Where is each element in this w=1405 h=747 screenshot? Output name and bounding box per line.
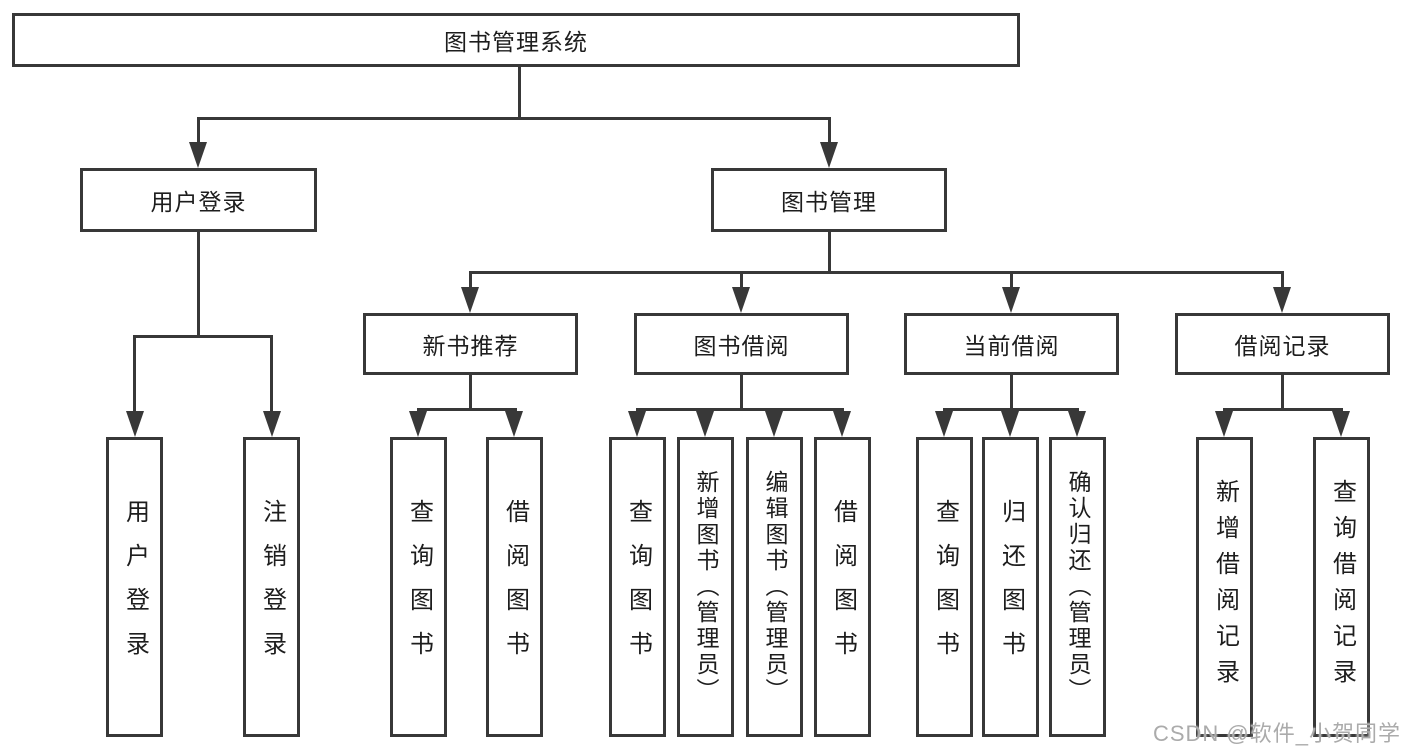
node-borrowing-records-label: 借阅记录 (1234, 333, 1331, 359)
leaf-query-borrow-record-label: 查询借阅记录 (1328, 479, 1356, 695)
csdn-watermark: CSDN @软件_小贺同学 (1152, 721, 1401, 746)
leaf-confirm-return-admin-label: 确认归还（管理员） (1065, 470, 1091, 704)
arrowhead-down-leaf-user-login (126, 411, 144, 437)
arrowhead-down-add-books (696, 411, 714, 437)
connector-root-split (197, 117, 831, 120)
node-borrowing-records: 借阅记录 (1175, 313, 1390, 375)
connector-borrowing-stem (740, 375, 743, 411)
connector-to-book-borrowing (740, 271, 743, 290)
connector-current-stem (1010, 375, 1013, 411)
connector-to-leaf-user-login (133, 335, 136, 413)
connector-recommend-stem (469, 375, 472, 411)
connector-records-split (1223, 408, 1343, 411)
node-book-borrowing-label: 图书借阅 (693, 333, 790, 359)
arrowhead-down-book-borrowing (732, 287, 750, 313)
leaf-return-books: 归还图书 (982, 437, 1039, 737)
arrowhead-down-borrow-recommend (505, 411, 523, 437)
node-root: 图书管理系统 (12, 13, 1020, 67)
node-current-borrowing-label: 当前借阅 (963, 333, 1060, 359)
connector-book-mgmt-split (469, 271, 1283, 274)
arrowhead-down-user-login (189, 142, 207, 168)
leaf-add-books-admin-label: 新增图书（管理员） (693, 470, 719, 704)
arrowhead-down-borrow-books (833, 411, 851, 437)
leaf-borrow-books-recommend-label: 借阅图书 (501, 499, 529, 675)
connector-user-login-split (133, 335, 273, 338)
arrowhead-down-add-record (1215, 411, 1233, 437)
leaf-logout-label: 注销登录 (258, 499, 286, 675)
node-current-borrowing: 当前借阅 (904, 313, 1119, 375)
arrowhead-down-query-record (1332, 411, 1350, 437)
node-book-borrowing: 图书借阅 (634, 313, 849, 375)
leaf-borrow-books-borrowing-label: 借阅图书 (829, 499, 857, 675)
leaf-add-books-admin: 新增图书（管理员） (677, 437, 734, 737)
node-user-login-label: 用户登录 (150, 189, 247, 215)
connector-user-login-stem (197, 232, 200, 338)
leaf-query-books-recommend: 查询图书 (390, 437, 447, 737)
arrowhead-down-query-recommend (409, 411, 427, 437)
connector-root-stem (518, 67, 521, 120)
arrowhead-down-new-book-recommend (461, 287, 479, 313)
node-new-book-recommend: 新书推荐 (363, 313, 578, 375)
leaf-confirm-return-admin: 确认归还（管理员） (1049, 437, 1106, 737)
leaf-user-login: 用户登录 (106, 437, 163, 737)
leaf-query-books-borrowing-label: 查询图书 (624, 499, 652, 675)
connector-to-borrowing-records (1281, 271, 1284, 290)
arrowhead-down-book-management (820, 142, 838, 168)
arrowhead-down-query-current (935, 411, 953, 437)
connector-book-mgmt-stem (828, 232, 831, 274)
leaf-query-books-current: 查询图书 (916, 437, 973, 737)
node-book-management-label: 图书管理 (781, 189, 877, 215)
leaf-query-books-recommend-label: 查询图书 (405, 499, 433, 675)
connector-to-new-book-recommend (469, 271, 472, 290)
leaf-borrow-books-recommend: 借阅图书 (486, 437, 543, 737)
leaf-return-books-label: 归还图书 (997, 499, 1025, 675)
leaf-edit-books-admin-label: 编辑图书（管理员） (762, 470, 788, 704)
leaf-query-books-borrowing: 查询图书 (609, 437, 666, 737)
arrowhead-down-return-books (1001, 411, 1019, 437)
node-root-label: 图书管理系统 (444, 29, 588, 55)
leaf-query-books-current-label: 查询图书 (931, 499, 959, 675)
connector-to-current-borrowing (1010, 271, 1013, 290)
node-user-login: 用户登录 (80, 168, 317, 232)
connector-borrowing-split (636, 408, 844, 411)
connector-to-leaf-logout (270, 335, 273, 413)
leaf-query-borrow-record: 查询借阅记录 (1313, 437, 1370, 737)
leaf-edit-books-admin: 编辑图书（管理员） (746, 437, 803, 737)
leaf-user-login-label: 用户登录 (121, 499, 149, 675)
connector-recommend-split (417, 408, 517, 411)
node-new-book-recommend-label: 新书推荐 (422, 333, 519, 359)
leaf-borrow-books-borrowing: 借阅图书 (814, 437, 871, 737)
node-book-management: 图书管理 (711, 168, 947, 232)
arrowhead-down-current-borrowing (1002, 287, 1020, 313)
arrowhead-down-confirm-return (1068, 411, 1086, 437)
leaf-logout: 注销登录 (243, 437, 300, 737)
connector-to-user-login (197, 117, 200, 144)
leaf-add-borrow-record: 新增借阅记录 (1196, 437, 1253, 737)
connector-to-book-management (828, 117, 831, 144)
connector-records-stem (1281, 375, 1284, 411)
leaf-add-borrow-record-label: 新增借阅记录 (1211, 479, 1239, 695)
arrowhead-down-query-borrowing (628, 411, 646, 437)
arrowhead-down-borrowing-records (1273, 287, 1291, 313)
arrowhead-down-leaf-logout (263, 411, 281, 437)
arrowhead-down-edit-books (765, 411, 783, 437)
